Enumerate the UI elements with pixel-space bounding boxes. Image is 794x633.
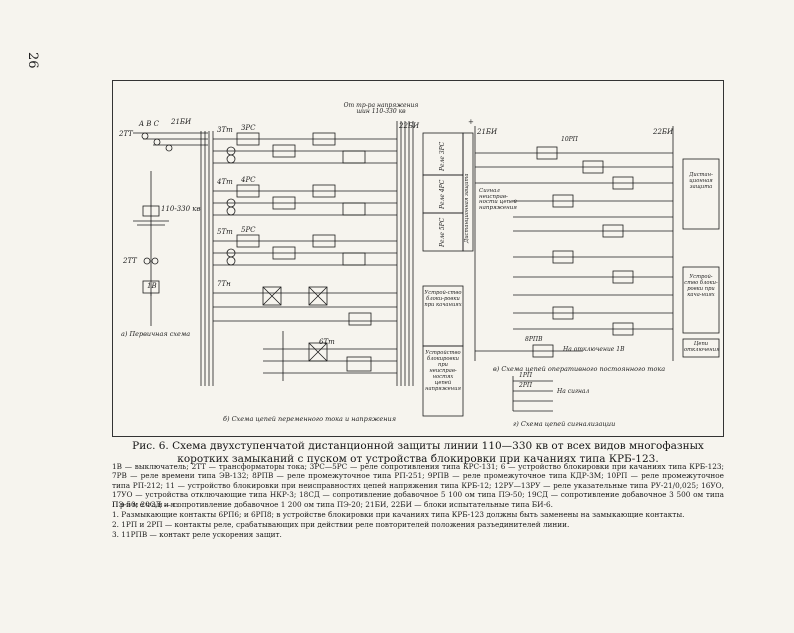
breaker-label: 1В xyxy=(147,282,157,290)
signal-label: На сигнал xyxy=(557,388,590,395)
caption-g: г) Схема цепей сигнализации xyxy=(513,420,616,428)
kv-label: 110-330 кв xyxy=(161,205,201,213)
tn-label: 7Тн xyxy=(217,280,231,288)
tt4-label: 4Тт xyxy=(217,178,233,186)
right-box-3: Цепи отключения xyxy=(684,341,720,353)
plus-label: + xyxy=(468,118,474,126)
side-box-6: Устройство блокировки при неисправ-ностя… xyxy=(425,350,461,392)
side-box-4: Дистанционная защита xyxy=(464,173,470,243)
figure-caption: Рис. 6. Схема двухступенчатой дистанцион… xyxy=(132,440,704,466)
note-item: 1. Размыкающие контакты 6РП6; и 6РП8; в … xyxy=(112,509,685,519)
tt5-label: 5Тт xyxy=(217,228,233,236)
trip-label: На отключение 1В xyxy=(563,346,625,353)
bi3-label: 21БИ xyxy=(477,128,498,136)
note-item: 2. 1РП и 2РП — контакты реле, срабатываю… xyxy=(112,519,570,529)
side-box-3: Реле 5РС xyxy=(439,217,446,247)
bi1-label: 21БИ xyxy=(171,118,192,126)
rp10-label: 10РП xyxy=(561,136,578,143)
rpv-label: 8РПВ xyxy=(525,336,543,343)
phases-label: A B C xyxy=(139,120,160,128)
note-item: 3. 11РПВ — контакт реле ускорения защит. xyxy=(112,529,282,539)
tt6-label: 6Тт xyxy=(319,338,335,346)
stage1-label: ЗРС xyxy=(241,124,256,132)
side-box-1: Реле ЗРС xyxy=(439,141,446,171)
side-box-2: Реле 4РС xyxy=(439,179,446,209)
caption-b: б) Схема цепей переменного тока и напряж… xyxy=(223,415,397,423)
side-box-5: Устрой-ство блоки-ровки при качаниях xyxy=(424,290,462,308)
tt3-label: 3Тт xyxy=(217,126,233,134)
stage3-label: 5РС xyxy=(241,226,256,234)
circuit-diagram xyxy=(133,121,720,417)
voltage-fault-signal-label: Сигнал неисправ-ности цепей напряжения xyxy=(479,188,517,211)
right-box-2: Устрой-ство блоки-ровки при кача-ниях xyxy=(684,274,718,298)
tt-lower-label: 2ТТ xyxy=(123,257,137,265)
circuit-figure: 2ТТ A B C 21БИ От тр-ра напряжения шин 1… xyxy=(112,80,724,437)
bi2-label: 22БИ xyxy=(399,122,420,130)
caption-a: а) Первичная схема xyxy=(121,330,191,338)
stage2-label: 4РС xyxy=(241,176,256,184)
voltage-source-label: От тр-ра напряжения шин 110-330 кв xyxy=(343,102,419,115)
rp2-label: 2РП xyxy=(519,382,533,389)
bi4-label: 22БИ xyxy=(653,128,674,136)
notes-block: Примечания: 1. Размыкающие контакты 6РП6… xyxy=(112,500,724,539)
caption-v: в) Схема цепей оперативного постоянного … xyxy=(493,365,666,373)
right-box-1: Дистан-ционная защита xyxy=(689,172,713,190)
tt-label: 2ТТ xyxy=(119,130,133,138)
figure-legend: 1В — выключатель; 2ТТ — трансформаторы т… xyxy=(112,462,724,509)
notes-title: Примечания: xyxy=(112,500,181,509)
rp1-label: 1РП xyxy=(519,372,533,379)
page-number: 26 xyxy=(25,52,40,69)
